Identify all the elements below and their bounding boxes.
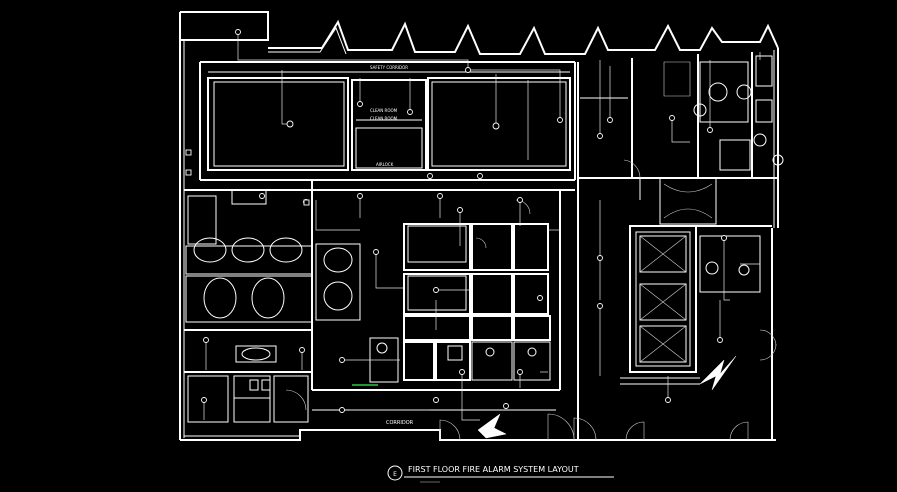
right-upper-rooms (577, 52, 784, 225)
alarm-wiring (203, 30, 761, 421)
label-airlock: AIRLOCK (376, 162, 394, 167)
section-marker-letter: E (393, 471, 397, 478)
title-block: E FIRST FLOOR FIRE ALARM SYSTEM LAYOUT (387, 465, 614, 483)
left-rooms (184, 180, 313, 423)
label-corridor-top: SAFETY CORRIDOR (370, 65, 408, 70)
right-lower-block (577, 180, 777, 440)
clean-rooms (200, 62, 576, 181)
corridor-doors (285, 389, 749, 441)
section-marker (387, 465, 403, 481)
label-corridor: CORRIDOR (386, 420, 414, 426)
label-clean-room-2: CLEAN ROOM (370, 116, 398, 121)
label-clean-room-1: CLEAN ROOM (370, 108, 398, 113)
direction-arrows (477, 355, 737, 439)
exterior-walls (179, 11, 779, 441)
alarm-devices (185, 29, 727, 413)
drawing-title: FIRST FLOOR FIRE ALARM SYSTEM LAYOUT (408, 465, 579, 474)
